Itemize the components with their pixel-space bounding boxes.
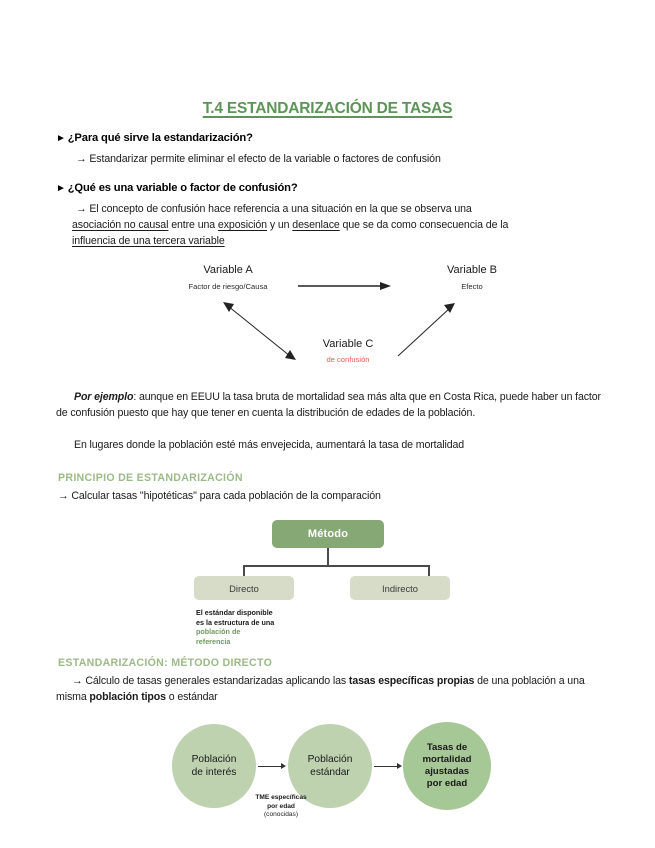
metodo-directo-text-c: de una población a una misma xyxy=(56,675,585,703)
circle-1-line-1: Población xyxy=(191,754,237,765)
node-variable-c-subtitle: de confusión xyxy=(326,355,370,364)
circle-3-line-3: ajustadas xyxy=(424,766,470,777)
page-title-text: T.4 ESTANDARIZACIÓN DE TASAS xyxy=(202,100,453,117)
variables-confusion-diagram: Variable A Factor de riesgo/Causa Variab… xyxy=(130,258,550,368)
circles-arrow-2-line xyxy=(374,766,398,767)
metodo-directo-text-a: Cálculo de tasas generales estandarizada… xyxy=(85,675,349,687)
principio-line-1: → Calcular tasas "hipotéticas" para cada… xyxy=(58,489,381,504)
circle-tasas-ajustadas: Tasas de mortalidad ajustadas por edad xyxy=(403,722,491,810)
flow-note-line-2: es la estructura de una xyxy=(196,617,275,627)
circle-1-line-2: de interés xyxy=(191,767,237,778)
circle-2-line-1: Población xyxy=(307,754,353,765)
triangle-bullet-icon: ► xyxy=(56,133,66,144)
answer-line-1: → Estandarizar permite eliminar el efect… xyxy=(76,152,441,167)
answer-line-2a-text: El concepto de confusión hace referencia… xyxy=(89,203,472,215)
node-variable-b-subtitle: Efecto xyxy=(461,282,483,291)
answer-line-2a: → El concepto de confusión hace referenc… xyxy=(76,202,472,217)
term-desenlace: desenlace xyxy=(292,219,340,231)
example-text-2: En lugares donde la población esté más e… xyxy=(74,439,465,451)
node-variable-c-title: Variable C xyxy=(322,338,374,350)
circle-3-line-1: Tasas de xyxy=(426,742,468,753)
flow-note-line-3: población de xyxy=(196,627,241,636)
arrow-glyph-1: → xyxy=(76,153,87,165)
metodo-directo-text-b: tasas específicas propias xyxy=(348,675,475,687)
metodo-directo-text-d: población tipos xyxy=(89,691,166,703)
flow-connector-left xyxy=(243,565,245,577)
flow-node-directo: Directo xyxy=(194,576,294,600)
flow-node-indirecto: Indirecto xyxy=(350,576,450,600)
flow-note-directo: El estándar disponible es la estructura … xyxy=(196,608,314,646)
variables-diagram-arrows xyxy=(223,282,455,360)
estandarizacion-circles-diagram: Población de interés Población estándar … xyxy=(160,716,510,844)
example-paragraph: Por ejemplo: aunque en EEUU la tasa brut… xyxy=(56,389,604,421)
node-variable-a-title: Variable A xyxy=(203,264,253,276)
circle-3-line-4: por edad xyxy=(426,778,468,789)
metodo-flowchart: Método Directo Indirecto El estándar dis… xyxy=(180,516,480,646)
circles-arrow-label: TME específicas por edad (conocidas) xyxy=(226,794,336,820)
question-heading-2-text: ¿Qué es una variable o factor de confusi… xyxy=(67,182,298,194)
flow-connector-bar xyxy=(243,565,429,567)
term-asociacion-no-causal: asociación no causal xyxy=(72,219,169,231)
question-heading-2: ►¿Qué es una variable o factor de confus… xyxy=(56,182,298,194)
conn-3: que se da como consecuencia de la xyxy=(339,219,509,231)
arrow-glyph-4: → xyxy=(72,675,83,687)
metodo-directo-paragraph: → Cálculo de tasas generales estandariza… xyxy=(56,673,608,705)
answer-line-2c: influencia de una tercera variable xyxy=(72,234,225,249)
conn-1: entre una xyxy=(168,219,218,231)
flow-connector-stem xyxy=(327,548,329,566)
arrow-glyph-2: → xyxy=(76,203,87,215)
question-heading-1: ►¿Para qué sirve la estandarización? xyxy=(56,132,253,144)
principio-line-1-text: Calcular tasas "hipotéticas" para cada p… xyxy=(71,490,381,502)
flow-connector-right xyxy=(428,565,430,577)
circle-poblacion-interes: Población de interés xyxy=(172,724,256,808)
flow-note-line-4: referencia xyxy=(196,636,231,646)
example-paragraph-2: En lugares donde la población esté más e… xyxy=(56,437,604,453)
arrow-glyph-3: → xyxy=(58,490,69,502)
triangle-bullet-icon-2: ► xyxy=(56,183,66,194)
page-title: T.4 ESTANDARIZACIÓN DE TASAS xyxy=(0,100,655,118)
flow-note-line-1: El estándar disponible xyxy=(196,608,273,617)
section-heading-metodo-directo: ESTANDARIZACIÓN: MÉTODO DIRECTO xyxy=(58,657,273,669)
circles-arrow-1-line xyxy=(258,766,282,767)
flow-node-metodo: Método xyxy=(272,520,384,548)
circle-2-line-2: estándar xyxy=(310,767,350,778)
answer-line-2b: asociación no causal entre una exposició… xyxy=(72,218,508,233)
term-exposicion: exposición xyxy=(217,219,267,231)
tme-label-line-1: TME específicas xyxy=(255,794,307,801)
example-text-1: : aunque en EEUU la tasa bruta de mortal… xyxy=(56,391,601,419)
circles-arrow-2-head xyxy=(397,763,402,769)
conn-2: y un xyxy=(266,219,293,231)
term-influencia-tercera-variable: influencia de una tercera variable xyxy=(72,235,225,247)
metodo-directo-text-e: o estándar xyxy=(165,691,218,703)
section-heading-principio: PRINCIPIO DE ESTANDARIZACIÓN xyxy=(58,472,243,484)
circle-poblacion-estandar: Población estándar xyxy=(288,724,372,808)
circle-3-line-2: mortalidad xyxy=(422,754,472,765)
example-lead: Por ejemplo xyxy=(74,391,134,403)
answer-line-1-text: Estandarizar permite eliminar el efecto … xyxy=(89,153,441,165)
circles-arrow-1-head xyxy=(281,763,286,769)
node-variable-b-title: Variable B xyxy=(447,264,497,276)
tme-label-line-2: por edad xyxy=(267,802,295,810)
node-variable-a-subtitle: Factor de riesgo/Causa xyxy=(188,282,268,291)
question-heading-1-text: ¿Para qué sirve la estandarización? xyxy=(67,132,253,144)
tme-label-line-3: (conocidas) xyxy=(263,811,299,819)
